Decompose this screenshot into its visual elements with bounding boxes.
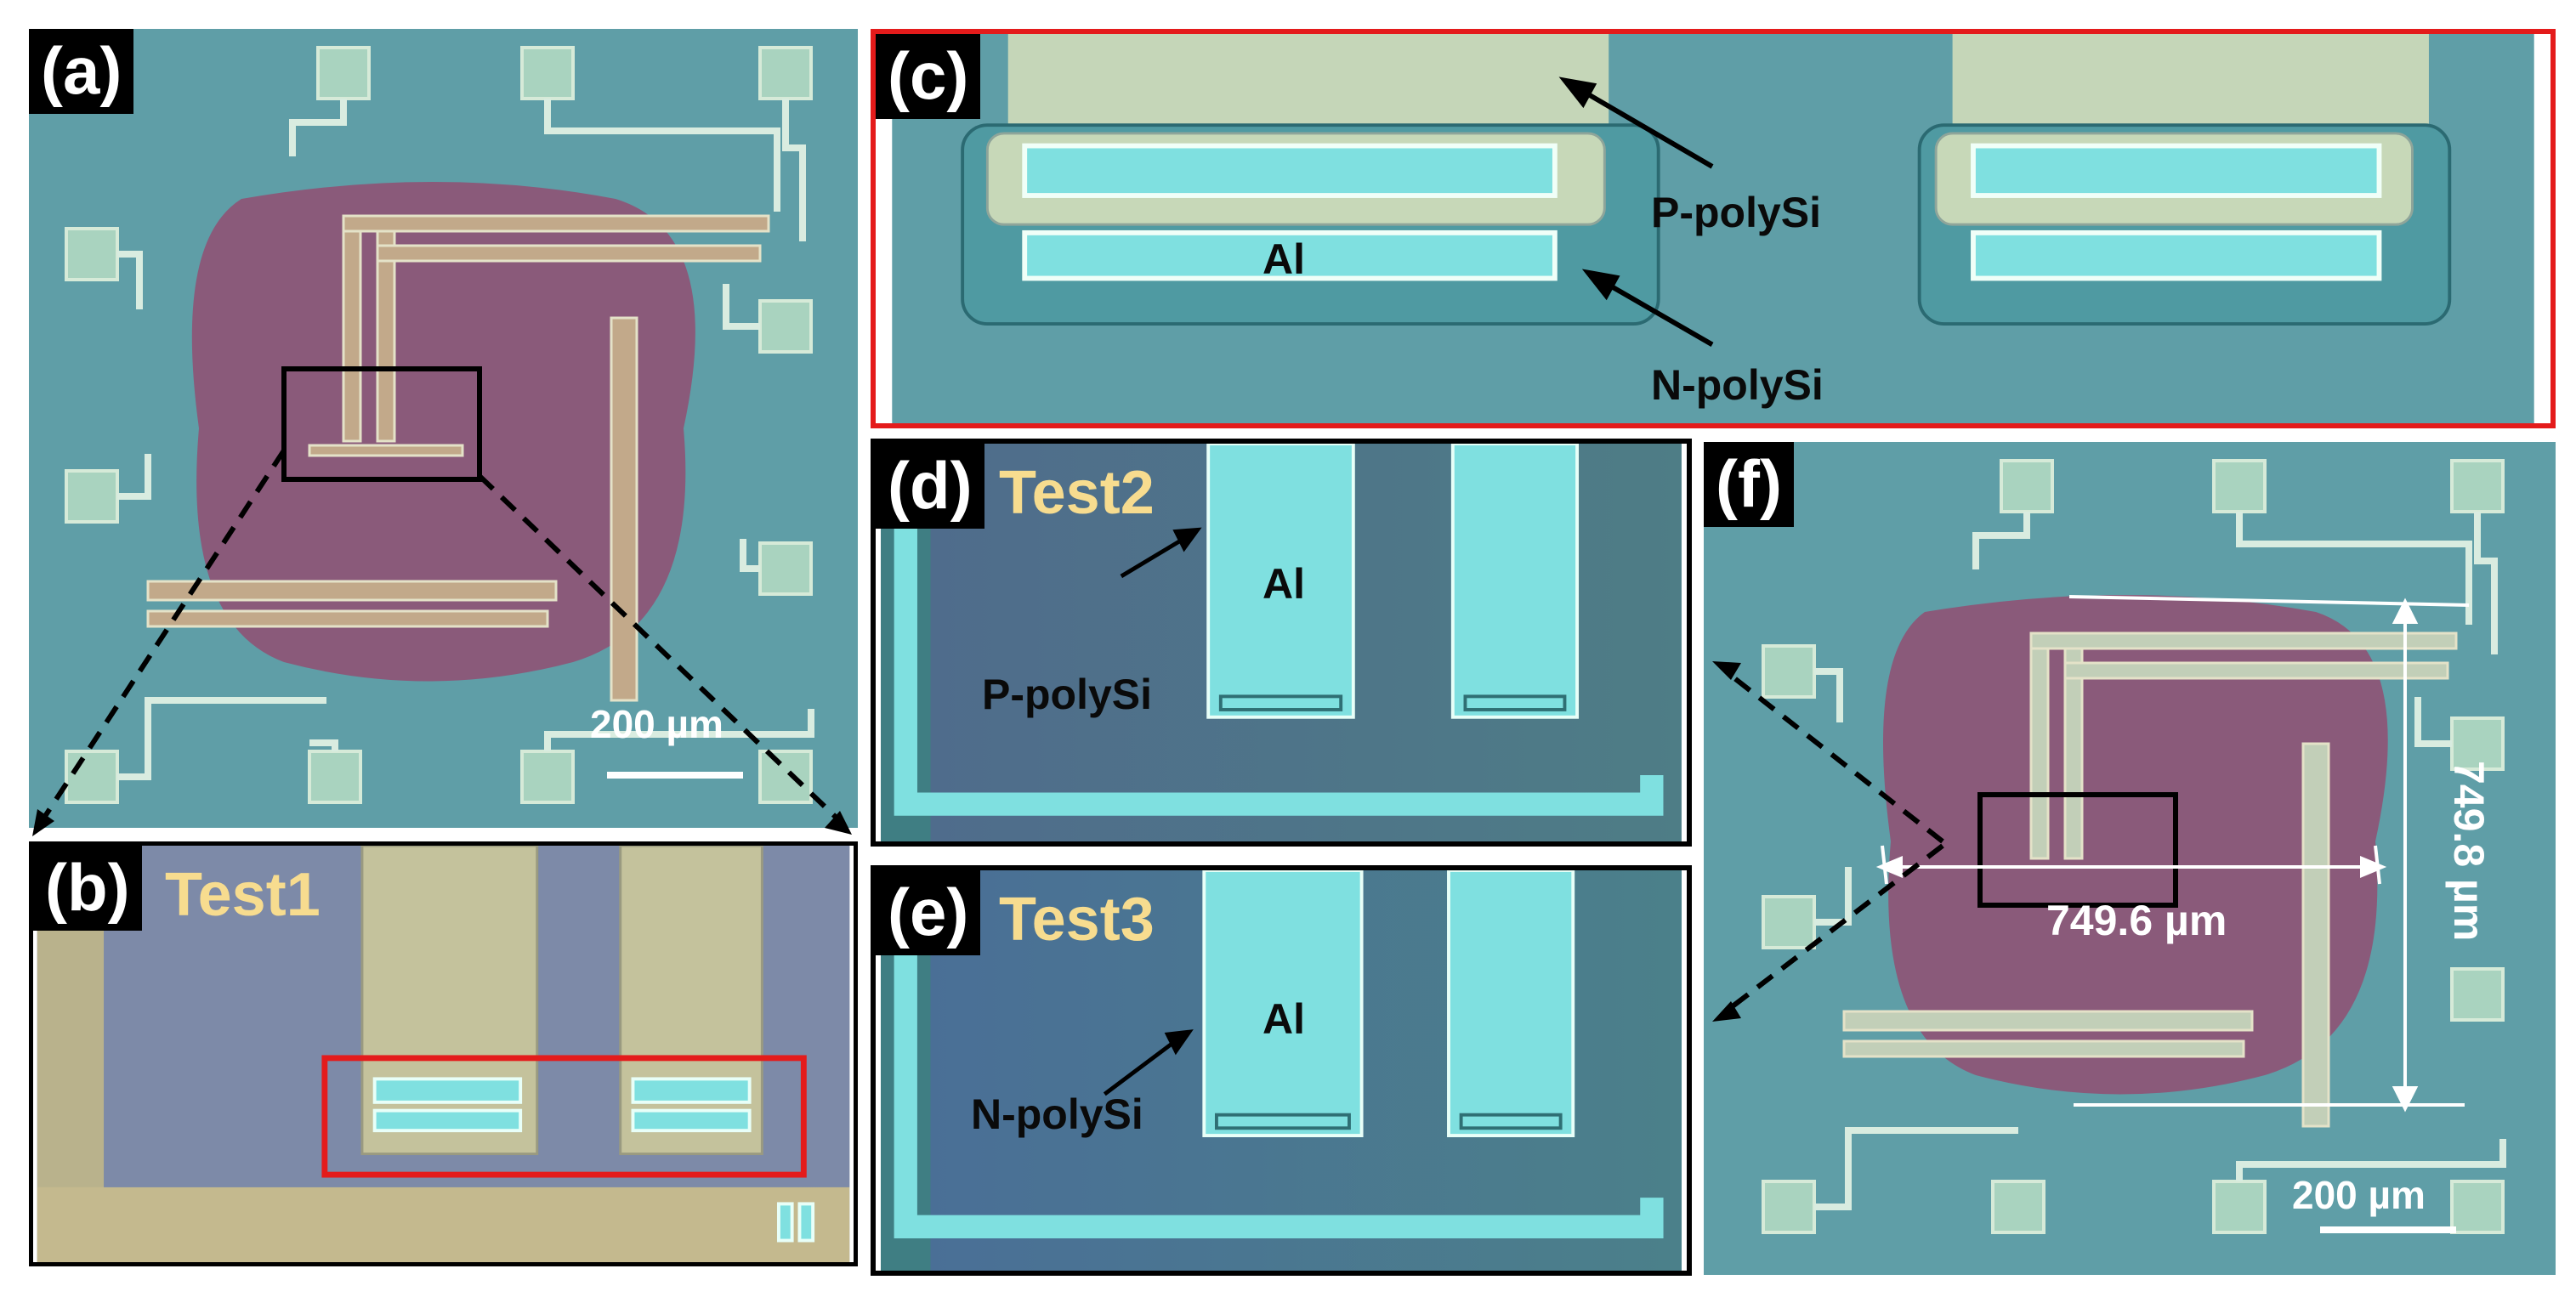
scale-label-a: 200 µm bbox=[590, 702, 723, 746]
height-measure-label: 749.8 µm bbox=[2445, 761, 2493, 942]
p-polysi-label-c: P-polySi bbox=[1651, 189, 1822, 236]
al-label-e: Al bbox=[1262, 995, 1305, 1043]
test-label-b: Test1 bbox=[165, 861, 321, 929]
p-polysi-label-d: P-polySi bbox=[982, 671, 1153, 718]
panel-e: (e) Test3 Al N-polySi bbox=[871, 865, 1692, 1276]
panel-label-d: (d) bbox=[876, 444, 984, 529]
scale-bar-f bbox=[2320, 1226, 2456, 1233]
panel-label-c: (c) bbox=[876, 34, 981, 119]
panel-f: (f) 749.6 µm 749.8 µm 200 µm bbox=[1704, 442, 2556, 1275]
n-polysi-label-e: N-polySi bbox=[971, 1090, 1143, 1138]
al-label-d: Al bbox=[1262, 560, 1305, 608]
panel-label-e: (e) bbox=[876, 870, 981, 955]
width-measure-label: 749.6 µm bbox=[2046, 897, 2227, 944]
micrograph-d bbox=[881, 444, 1682, 841]
panel-b: (b) Test1 bbox=[29, 841, 858, 1266]
panel-c: (c) Al P-polySi N-polySi bbox=[871, 29, 2556, 428]
panel-a: (a) 200 µm bbox=[29, 29, 858, 828]
micrograph-c bbox=[892, 34, 2534, 423]
test-label-e: Test3 bbox=[999, 886, 1155, 954]
chip-micrograph-a bbox=[29, 29, 858, 828]
panel-label-a: (a) bbox=[29, 29, 134, 114]
panel-label-b: (b) bbox=[33, 846, 142, 931]
micrograph-e bbox=[881, 870, 1682, 1271]
scale-label-f: 200 µm bbox=[2292, 1173, 2426, 1217]
test-label-d: Test2 bbox=[999, 459, 1155, 527]
scale-bar-a bbox=[607, 772, 743, 779]
panel-d: (d) Test2 Al P-polySi bbox=[871, 439, 1692, 847]
chip-micrograph-f bbox=[1704, 442, 2556, 1275]
panel-label-f: (f) bbox=[1704, 442, 1794, 527]
micrograph-b bbox=[37, 846, 850, 1262]
al-label-c: Al bbox=[1262, 235, 1305, 283]
n-polysi-label-c: N-polySi bbox=[1651, 361, 1824, 409]
